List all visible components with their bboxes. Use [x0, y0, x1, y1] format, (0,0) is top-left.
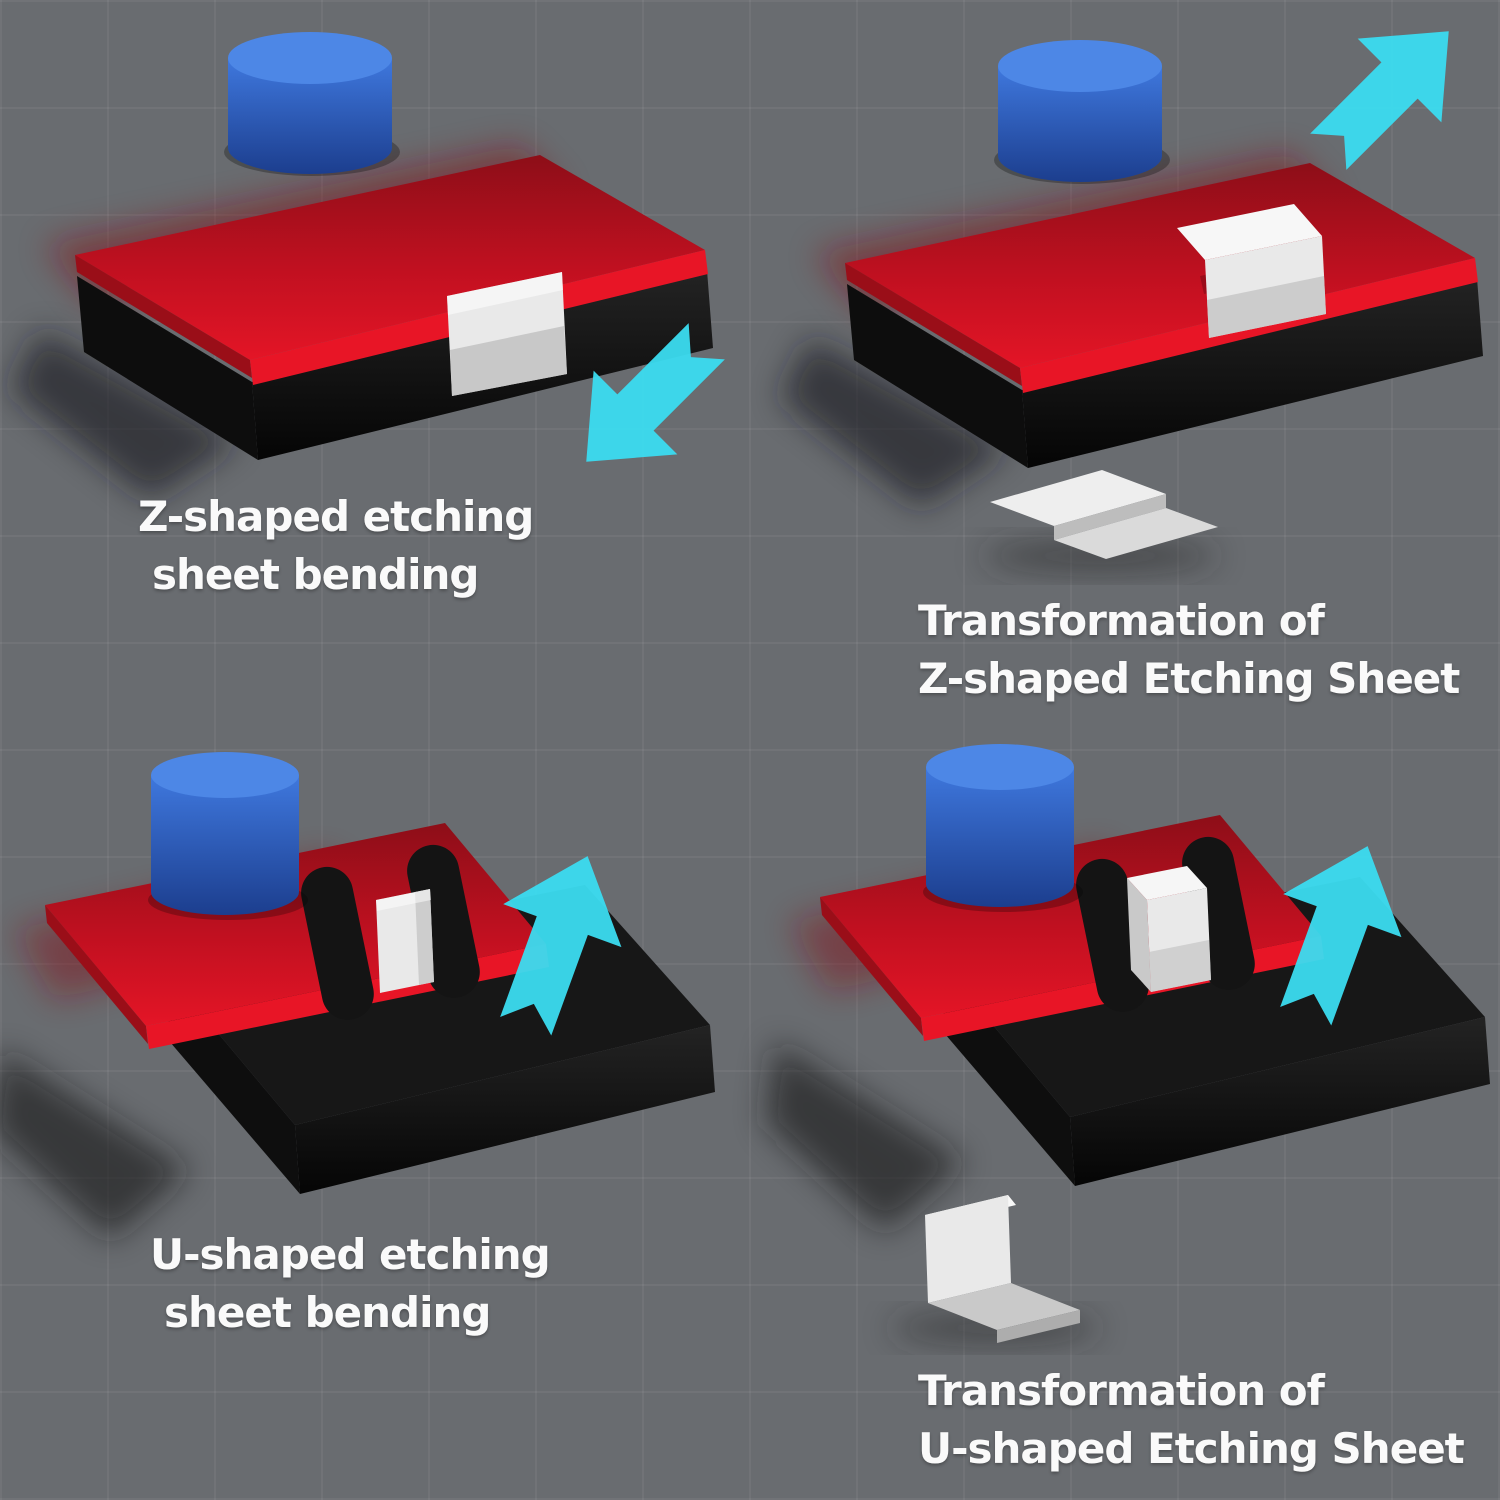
- u-slot-left: [301, 866, 374, 1020]
- flat-u-sheet-result: [890, 1195, 1100, 1343]
- label-u-result: Transformation of U-shaped Etching Sheet: [918, 1362, 1465, 1478]
- label-u-result-line2: U-shaped Etching Sheet: [918, 1423, 1465, 1473]
- label-u-bend: U-shaped etching sheet bending: [150, 1226, 551, 1342]
- white-etching-tab: [447, 272, 567, 396]
- illustration-z-bend: [10, 32, 725, 500]
- punch-cylinder: [148, 752, 308, 920]
- punch-cylinder: [224, 32, 400, 176]
- flat-z-sheet-result: [982, 470, 1218, 572]
- lift-up-arrow: [1280, 846, 1402, 1026]
- label-z-bend-line2: sheet bending: [152, 549, 479, 599]
- press-tool-assembly: [780, 40, 1483, 508]
- illustration-z-result: [780, 31, 1483, 572]
- illustration-u-bend: [0, 752, 715, 1240]
- label-z-result-line1: Transformation of: [918, 596, 1325, 645]
- pull-out-arrow: [586, 323, 725, 462]
- press-tool-assembly: [765, 744, 1490, 1232]
- label-u-bend-line1: U-shaped etching: [150, 1230, 551, 1279]
- label-z-bend-line1: Z-shaped etching: [138, 492, 534, 541]
- label-z-result: Transformation of Z-shaped Etching Sheet: [918, 592, 1460, 708]
- label-u-result-line1: Transformation of: [918, 1366, 1325, 1415]
- white-bent-up-tab: [376, 889, 434, 993]
- bend-up-arrow: [500, 856, 622, 1036]
- label-z-bend: Z-shaped etching sheet bending: [138, 488, 534, 604]
- illustration-u-result: [765, 744, 1490, 1343]
- red-press-plate-with-slots: [45, 823, 549, 1049]
- bent-u-sheet-on-plate: [1127, 866, 1211, 992]
- bent-z-sheet-on-plate: [1177, 204, 1326, 338]
- lift-up-arrow: [1310, 31, 1449, 170]
- punch-cylinder: [994, 40, 1170, 184]
- label-z-result-line2: Z-shaped Etching Sheet: [918, 653, 1460, 703]
- black-die-base: [847, 278, 1483, 468]
- label-u-bend-line2: sheet bending: [164, 1287, 491, 1337]
- punch-cylinder: [923, 744, 1083, 912]
